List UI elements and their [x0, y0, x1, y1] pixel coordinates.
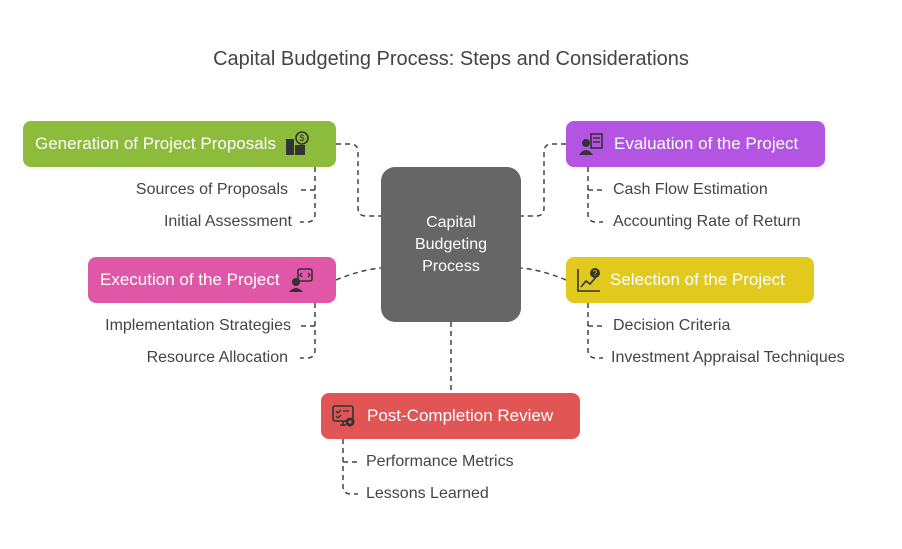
- chart-question-icon: ?: [577, 268, 600, 292]
- sub-item: Lessons Learned: [366, 485, 489, 502]
- step-label: Post-Completion Review: [367, 406, 554, 425]
- sub-item: Investment Appraisal Techniques: [611, 349, 845, 366]
- step-evaluation: Evaluation of the Project: [566, 121, 825, 167]
- connector-gen-subs: [300, 167, 316, 223]
- developer-code-icon: [288, 268, 313, 292]
- step-label: Execution of the Project: [100, 270, 280, 289]
- step-selection: ? Selection of the Project: [566, 257, 814, 303]
- page-title: Capital Budgeting Process: Steps and Con…: [213, 48, 689, 70]
- sub-item: Sources of Proposals: [135, 181, 288, 198]
- sub-item: Decision Criteria: [613, 317, 731, 334]
- person-checklist-icon: [579, 133, 603, 155]
- center-line-1: Capital: [426, 213, 476, 231]
- sub-item: Performance Metrics: [366, 453, 514, 470]
- monitor-gear-icon: [332, 405, 355, 427]
- sub-item: Resource Allocation: [146, 349, 288, 366]
- step-label: Generation of Project Proposals: [35, 134, 276, 153]
- svg-text:$: $: [299, 133, 304, 143]
- sub-item: Accounting Rate of Return: [613, 213, 801, 230]
- connector-exec-subs: [300, 303, 316, 359]
- center-line-3: Process: [422, 257, 480, 275]
- connector-evaluation: [521, 143, 566, 217]
- sub-item: Cash Flow Estimation: [613, 181, 768, 198]
- sub-item: Implementation Strategies: [105, 317, 291, 334]
- center-line-2: Budgeting: [414, 235, 488, 253]
- connector-execution: [335, 267, 382, 281]
- step-generation: Generation of Project Proposals $: [23, 121, 336, 167]
- svg-text:?: ?: [593, 269, 598, 278]
- connector-review-subs: [342, 439, 358, 495]
- connector-sel-subs: [587, 303, 603, 359]
- building-dollar-icon: $: [285, 131, 309, 155]
- connector-selection: [520, 267, 567, 281]
- step-review: Post-Completion Review: [321, 393, 580, 439]
- connector-generation: [336, 143, 381, 217]
- step-execution: Execution of the Project: [88, 257, 336, 303]
- step-label: Evaluation of the Project: [614, 134, 799, 153]
- step-label: Selection of the Project: [610, 270, 785, 289]
- sub-item: Initial Assessment: [163, 213, 292, 230]
- connector-eval-subs: [587, 167, 603, 223]
